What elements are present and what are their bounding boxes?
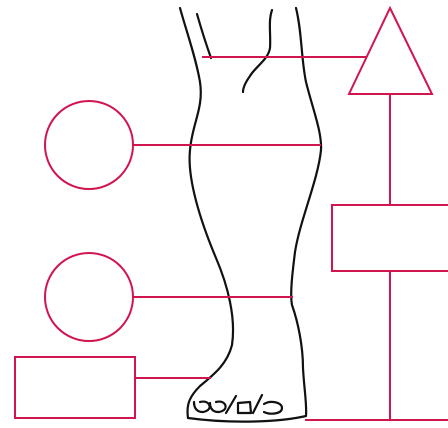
- leg-inner-line: [197, 14, 211, 58]
- annotation-shapes: [15, 8, 448, 418]
- circle-shape-upper: [45, 101, 133, 189]
- toe-separator-2: [253, 395, 262, 413]
- toe-4: [264, 402, 282, 414]
- toe-2: [210, 402, 226, 412]
- circle-shape-lower: [45, 253, 133, 341]
- toe-3: [238, 402, 251, 413]
- leg-sketch: [180, 8, 321, 422]
- toe-separator-1: [226, 396, 236, 413]
- leg-left-outline: [180, 8, 233, 418]
- leg-front-line: [243, 10, 272, 92]
- rectangle-shape-right: [332, 205, 448, 271]
- triangle-shape: [349, 8, 432, 94]
- rectangle-shape-left: [15, 357, 135, 418]
- toe-1: [194, 402, 210, 412]
